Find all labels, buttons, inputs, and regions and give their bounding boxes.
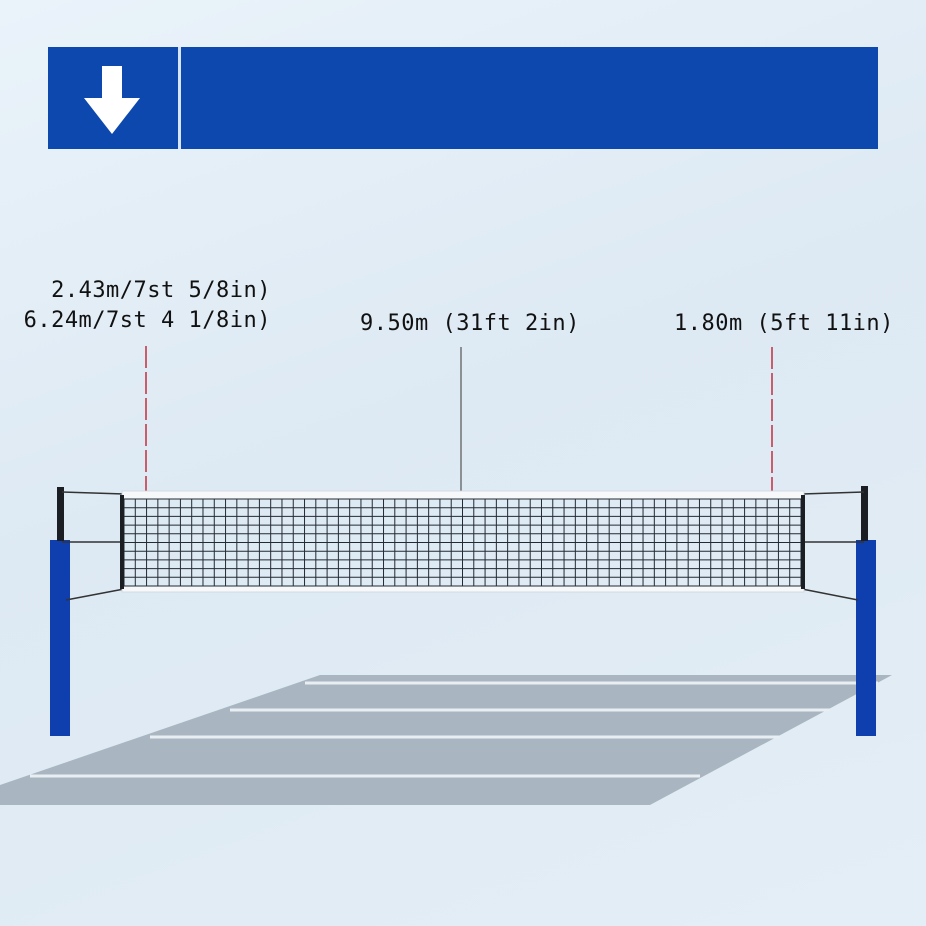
left-post-cap (57, 487, 64, 541)
net (120, 490, 805, 593)
net-mesh (123, 498, 802, 587)
measurement-center: 9.50m (31ft 2in) (360, 311, 580, 336)
title-banner (48, 47, 878, 149)
measurement-right: 1.80m (5ft 11in) (674, 311, 894, 336)
measurement-left-line1: 2.43m/7st 5/8in) (51, 278, 271, 303)
court (0, 675, 892, 805)
measurement-left-line2: 6.24m/7st 4 1/8in) (23, 308, 271, 333)
net-right-edge (801, 495, 805, 589)
measurement-left: 2.43m/7st 5/8in) 6.24m/7st 4 1/8in) (24, 276, 271, 336)
right-post-cap (861, 486, 868, 541)
right-post-pad (856, 540, 876, 736)
arrow-down-icon (84, 66, 140, 134)
right-post (801, 486, 876, 736)
net-left-edge (120, 495, 124, 589)
net-bottom-band (121, 585, 805, 593)
left-post-pad (50, 540, 70, 736)
banner-divider (178, 47, 181, 149)
net-top-band (121, 490, 805, 500)
left-post (50, 487, 125, 736)
court-surface (0, 675, 892, 805)
